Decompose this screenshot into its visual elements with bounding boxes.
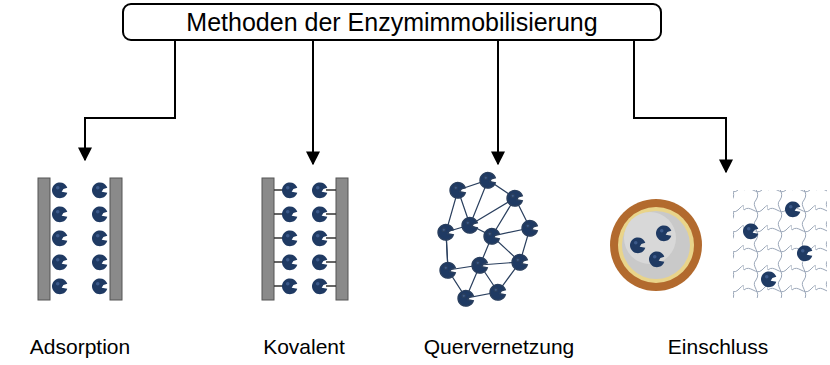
enzyme-icon [52,254,67,270]
crosslink-figure [438,172,537,306]
capsule-figure [610,199,702,291]
method-label: Quervernetzung [424,335,575,359]
enzyme-icon [52,206,67,222]
enzyme-icon [472,257,487,273]
enzyme-icon [52,230,67,246]
arrow-lines [85,40,726,172]
enzyme-icon [312,230,327,246]
enzyme-icon [458,290,473,306]
enzyme-icon [92,254,107,270]
enzyme-icon [282,230,297,246]
bond-line [326,237,336,239]
method-label: Adsorption [30,335,130,359]
enzyme-icon [282,254,297,270]
enzyme-icon [92,230,107,246]
enzyme-icon [52,182,67,198]
method-label: Einschluss [668,335,768,359]
enzyme-icon [52,278,67,294]
heading-text: Methoden der Enzymimmobilisierung [186,8,597,37]
enzyme-icon [312,278,327,294]
enzyme-icon [92,206,107,222]
enzyme-icon [490,284,505,300]
enzyme-icon [462,217,477,233]
covalent-figure [262,178,348,300]
method-label: Kovalent [263,335,345,359]
enzyme-icon [92,278,107,294]
enzyme-icon [507,190,522,206]
bond-line [326,285,336,287]
enzyme-icon [484,228,499,244]
enzyme-icon [312,182,327,198]
enzyme-icon [512,254,527,270]
enzyme-icon [312,254,327,270]
enzyme-icon [282,206,297,222]
enzyme-icon [282,278,297,294]
enzyme-icon [522,220,537,236]
bond-line [326,213,336,215]
adsorption-figure [38,178,122,300]
gel-mesh-figure [733,190,827,298]
enzyme-icon [438,224,453,240]
enzyme-icon [92,182,107,198]
bond-line [326,261,336,263]
enzyme-icon [282,182,297,198]
enzyme-icon [440,262,455,278]
enzyme-icon [450,182,465,198]
heading-box: Methoden der Enzymimmobilisierung [122,3,662,41]
enzyme-icon [312,206,327,222]
enzyme-icon [480,172,495,188]
bond-line [326,189,336,191]
